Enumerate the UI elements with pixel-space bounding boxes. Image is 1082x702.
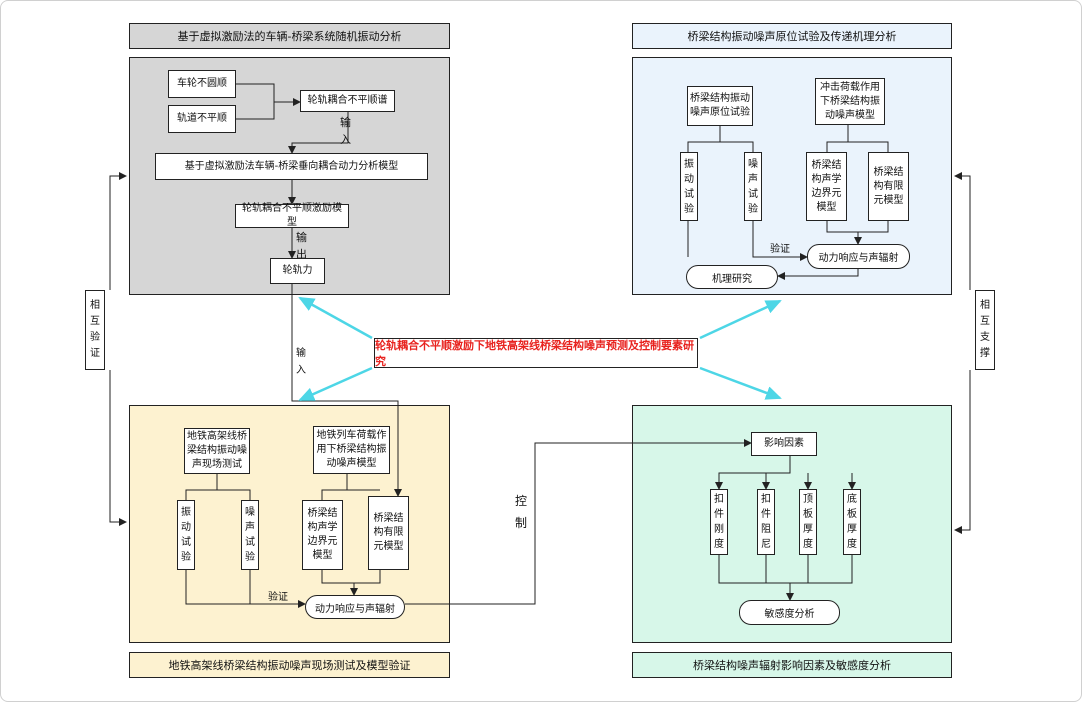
- box-influence-factors: 影响因素: [751, 432, 817, 456]
- box-insitu-test: 桥梁结构振动噪声原位试验: [687, 86, 753, 126]
- box-field-test: 地铁高架线桥梁结构振动噪声现场测试: [184, 428, 250, 474]
- box-vib-test-tr: 振动试验: [680, 152, 698, 221]
- box-fastener-stiffness: 扣件刚度: [710, 489, 728, 555]
- pill-sensitivity: 敏感度分析: [739, 600, 840, 625]
- title-insitu-test: 桥梁结构振动噪声原位试验及传递机理分析: [632, 23, 952, 49]
- box-bem-bl: 桥梁结构声学边界元模型: [302, 500, 343, 570]
- title-sensitivity: 桥梁结构噪声辐射影响因素及敏感度分析: [632, 652, 952, 678]
- pill-mechanism: 机理研究: [686, 265, 778, 289]
- box-wheel-unround: 车轮不圆顺: [168, 70, 236, 98]
- box-vib-test-bl: 振动试验: [177, 500, 195, 570]
- box-coupled-spectrum: 轮轨耦合不平顺谱: [300, 90, 395, 112]
- box-bem-tr: 桥梁结构声学边界元模型: [806, 152, 847, 221]
- pill-response-tr: 动力响应与声辐射: [807, 244, 910, 269]
- pill-response-bl: 动力响应与声辐射: [305, 595, 405, 619]
- label-verify-bl: 验证: [268, 592, 288, 603]
- side-mutual-verify: 相互验证: [85, 290, 105, 370]
- label-verify-tr: 验证: [770, 244, 790, 255]
- side-mutual-support: 相互支撑: [975, 290, 995, 370]
- box-fastener-damping: 扣件阻尼: [757, 489, 775, 555]
- box-excitation-model: 轮轨耦合不平顺激励模型: [235, 203, 349, 228]
- center-research-title: 轮轨耦合不平顺激励下地铁高架线桥梁结构噪声预测及控制要素研究: [374, 338, 698, 368]
- box-track-irregular: 轨道不平顺: [168, 105, 236, 133]
- title-vehicle-bridge-analysis: 基于虚拟激励法的车辆-桥梁系统随机振动分析: [129, 23, 450, 49]
- label-output-tl: 输出: [296, 231, 307, 261]
- box-noise-test-bl: 噪声试验: [241, 500, 259, 570]
- box-fem-tr: 桥梁结构有限元模型: [868, 152, 909, 221]
- box-top-plate: 顶板厚度: [799, 489, 817, 555]
- label-control: 控制: [515, 494, 528, 530]
- box-coupled-dynamic-model: 基于虚拟激励法车辆-桥梁垂向耦合动力分析模型: [155, 153, 428, 180]
- box-fem-bl: 桥梁结构有限元模型: [368, 496, 409, 570]
- box-wheel-force: 轮轨力: [270, 258, 325, 284]
- box-impact-model: 冲击荷载作用下桥梁结构振动噪声模型: [815, 78, 885, 125]
- label-input-tl: 输入: [340, 116, 351, 146]
- box-train-model: 地铁列车荷载作用下桥梁结构振动噪声模型: [313, 426, 390, 474]
- title-field-test: 地铁高架线桥梁结构振动噪声现场测试及模型验证: [129, 652, 450, 678]
- box-bottom-plate: 底板厚度: [843, 489, 861, 555]
- label-input-mid: 输入: [296, 348, 306, 376]
- box-noise-test-tr: 噪声试验: [744, 152, 762, 221]
